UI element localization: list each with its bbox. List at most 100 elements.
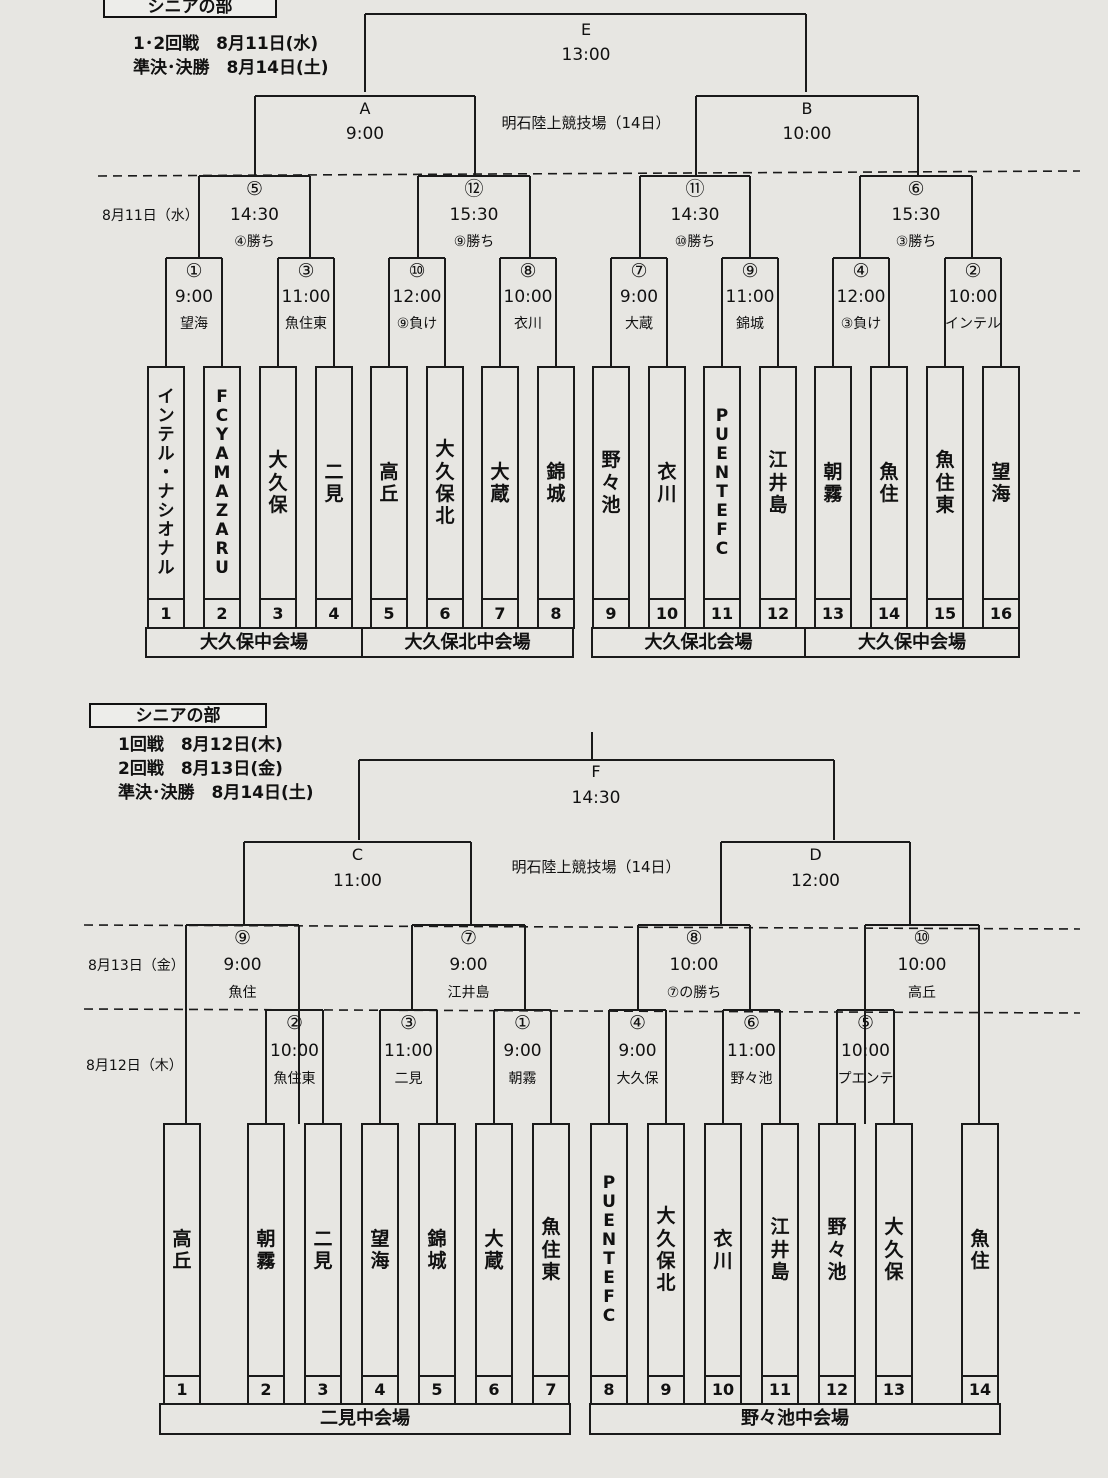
round1-note: 望海 (180, 316, 208, 332)
team-seed-number: 9 (660, 1380, 672, 1399)
team-seed-number: 12 (766, 604, 790, 623)
team-name: 江井島 (770, 1216, 790, 1284)
round1-time: 10:00 (270, 1041, 319, 1061)
team-seed-number: 1 (176, 1380, 188, 1399)
round1-match-number: ⑧ (519, 260, 537, 282)
round-divider (83, 1008, 1081, 1014)
venue-label: 大久保北中会場 (404, 632, 531, 653)
venue-label: 大久保中会場 (858, 632, 966, 653)
team-seed-number: 14 (877, 604, 901, 623)
round1-note: 衣川 (514, 316, 542, 332)
round2-time: 10:00 (897, 955, 947, 975)
team-name: 大久保北 (656, 1205, 676, 1295)
round2-match-number: ⑤ (245, 178, 264, 200)
semi-time: 10:00 (782, 124, 832, 144)
round2-time: 10:00 (669, 955, 719, 975)
team-seed-number: 4 (374, 1380, 386, 1399)
round1-note: 魚住東 (285, 316, 327, 332)
round2-match-number: ⑥ (907, 178, 925, 200)
round1-time: 11:00 (725, 287, 775, 307)
round1-match-number: ⑨ (741, 260, 759, 282)
venue-label: 大久保北会場 (644, 632, 753, 653)
final-code: E (580, 20, 592, 39)
round1-time: 10:00 (841, 1041, 890, 1061)
team-name: 二見 (324, 460, 344, 505)
venue-box (159, 1403, 571, 1435)
round2-note: ③勝ち (895, 234, 937, 250)
round1-note: 野々池 (730, 1071, 773, 1087)
round2-note: ④勝ち (234, 234, 275, 250)
team-seed-number: 5 (383, 604, 395, 623)
round2-match-number: ⑪ (685, 178, 705, 200)
section1-date-line: 1･2回戦 8月11日(水) (133, 34, 319, 54)
team-seed-number: 5 (431, 1380, 443, 1399)
round-date-label: 8月12日（木） (86, 1058, 183, 1074)
team-name: 魚住東 (541, 1216, 561, 1284)
round1-match-number: ② (285, 1012, 304, 1034)
final-venue-label: 明石陸上競技場（14日） (501, 114, 671, 132)
semi-code: C (351, 845, 364, 864)
team-name: 錦城 (546, 460, 566, 505)
team-name: 野々池 (601, 449, 621, 517)
round1-match-number: ⑩ (408, 260, 426, 282)
team-seed-number: 11 (710, 604, 734, 623)
round1-time: 10:00 (948, 287, 998, 307)
round1-time: 10:00 (503, 287, 553, 307)
round1-note: 大蔵 (625, 316, 653, 332)
team-name: インテル・ナシオナル (157, 386, 175, 579)
team-name: 大久保 (884, 1216, 904, 1284)
round2-time: 14:30 (670, 205, 720, 225)
round1-time: 11:00 (384, 1041, 433, 1061)
section2-title: シニアの部 (89, 703, 267, 728)
round-date-label: 8月13日（金） (88, 958, 185, 974)
round2-note: 高丘 (908, 985, 936, 1001)
section1-title: シニアの部 (103, 0, 277, 18)
round1-match-number: ① (513, 1012, 532, 1034)
venue-label: 二見中会場 (320, 1408, 410, 1429)
team-name: 高丘 (379, 460, 399, 505)
team-seed-number: 6 (488, 1380, 500, 1399)
team-seed-number: 12 (825, 1380, 849, 1399)
round1-match-number: ⑤ (856, 1012, 875, 1034)
team-name: 魚住 (970, 1227, 990, 1272)
semi-code: D (809, 845, 822, 864)
round2-note: ⑦の勝ち (666, 985, 722, 1001)
round1-match-number: ⑥ (742, 1012, 761, 1034)
round1-time: 11:00 (727, 1041, 776, 1061)
team-seed-number: 9 (605, 604, 617, 623)
venue-label: 大久保中会場 (200, 632, 308, 653)
round1-note: 二見 (394, 1071, 423, 1087)
venue-box (589, 1403, 1001, 1435)
round1-match-number: ③ (399, 1012, 418, 1034)
team-seed-number: 6 (439, 604, 451, 623)
round1-time: 9:00 (618, 1041, 657, 1061)
round1-time: 12:00 (836, 287, 886, 307)
semi-time: 11:00 (333, 871, 382, 891)
team-name: 望海 (370, 1227, 390, 1272)
final-code: F (591, 762, 601, 781)
team-name: 江井島 (768, 449, 788, 517)
section2-date-line: 準決･決勝 8月14日(土) (118, 783, 314, 803)
team-name: 大久保北 (435, 438, 455, 528)
team-name: 高丘 (172, 1227, 192, 1272)
round2-note: 魚住 (228, 985, 257, 1001)
round2-time: 9:00 (449, 955, 488, 975)
section1-date-line: 準決･決勝 8月14日(土) (133, 58, 329, 78)
team-seed-number: 7 (494, 604, 506, 623)
team-seed-number: 14 (968, 1380, 992, 1399)
team-name: 衣川 (657, 460, 677, 505)
team-seed-number: 4 (328, 604, 340, 623)
final-time: 14:30 (571, 788, 621, 808)
round1-match-number: ③ (297, 260, 315, 282)
round1-match-number: ① (185, 260, 203, 282)
round2-match-number: ⑫ (464, 178, 484, 200)
round2-time: 14:30 (230, 205, 279, 225)
final-time: 13:00 (561, 45, 611, 65)
round-divider (97, 170, 1081, 177)
round1-time: 9:00 (174, 287, 214, 307)
